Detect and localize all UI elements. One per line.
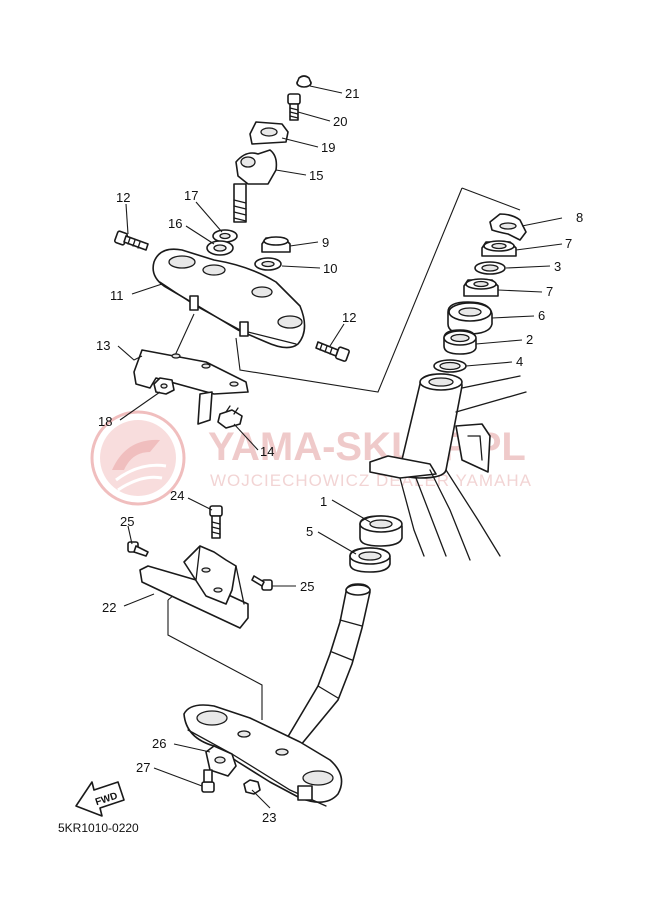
yamaha-tuning-fork-logo-icon (90, 410, 186, 506)
callout-25-left: 25 (120, 514, 134, 529)
frame-head-pipe (369, 373, 527, 561)
callout-5: 5 (306, 524, 313, 539)
part-13-stay-bracket (133, 349, 249, 425)
part-7-ring-nut-upper (481, 240, 517, 257)
callout-26: 26 (152, 736, 166, 751)
callout-6: 6 (538, 308, 545, 323)
part-17-washer (212, 229, 238, 243)
part-12-bolt-right (315, 341, 350, 362)
part-5-oil-seal (349, 547, 391, 573)
callout-9: 9 (322, 235, 329, 250)
part-19-clamp-upper (249, 121, 289, 145)
callout-19: 19 (321, 140, 335, 155)
callout-1: 1 (320, 494, 327, 509)
part-9-crown-nut (261, 236, 291, 253)
callout-17: 17 (184, 188, 198, 203)
callout-7-lower: 7 (546, 284, 553, 299)
callout-13: 13 (96, 338, 110, 353)
callout-15: 15 (309, 168, 323, 183)
fwd-arrow-icon: FWD (75, 781, 125, 817)
part-16-damper (206, 240, 234, 256)
callout-3: 3 (554, 259, 561, 274)
callout-12-right: 12 (342, 310, 356, 325)
part-27-bolt (201, 769, 215, 793)
callout-16: 16 (168, 216, 182, 231)
part-14-clip-nut (217, 405, 243, 429)
callout-20: 20 (333, 114, 347, 129)
callout-14: 14 (260, 444, 274, 459)
diagram-code: 5KR1010-0220 (58, 821, 139, 835)
part-18-nut (153, 377, 175, 395)
callout-12-left: 12 (116, 190, 130, 205)
part-7-ring-nut-lower (463, 278, 499, 297)
part-2-bearing (443, 329, 477, 355)
part-1-bearing-lower (359, 515, 403, 547)
part-21-cap (296, 75, 312, 88)
part-8-lock-washer (489, 213, 527, 241)
callout-2: 2 (526, 332, 533, 347)
part-25-bolt-right (251, 575, 273, 591)
part-23-nut (243, 779, 261, 795)
leader-lines (117, 85, 563, 809)
callout-numbers: 21 20 19 15 17 12 16 9 10 11 12 13 18 14… (96, 86, 583, 825)
callout-18: 18 (98, 414, 112, 429)
part-3-washer (474, 261, 506, 275)
callout-8: 8 (576, 210, 583, 225)
callout-7-upper: 7 (565, 236, 572, 251)
part-22-bracket (139, 545, 249, 629)
callout-23: 23 (262, 810, 276, 825)
callout-10: 10 (323, 261, 337, 276)
steering-stem-lower-bracket (183, 583, 371, 807)
part-12-bolt-left (114, 230, 149, 251)
part-11-upper-bracket (152, 248, 306, 349)
watermark-subtitle: WOJCIECHOWICZ DEALER YAMAHA (210, 471, 532, 490)
part-4-race (433, 359, 467, 373)
part-6-bearing-cover (447, 301, 493, 335)
part-10-washer (254, 257, 282, 271)
callout-27: 27 (136, 760, 150, 775)
callout-11: 11 (110, 288, 124, 303)
callout-4: 4 (516, 354, 523, 369)
callout-21: 21 (345, 86, 359, 101)
callout-22: 22 (102, 600, 116, 615)
part-20-bolt (287, 93, 301, 121)
part-15-handlebar-holder (233, 149, 278, 223)
callout-25-right: 25 (300, 579, 314, 594)
part-24-bolt (209, 505, 223, 539)
callout-24: 24 (170, 488, 184, 503)
part-25-bolt-left (127, 541, 149, 557)
